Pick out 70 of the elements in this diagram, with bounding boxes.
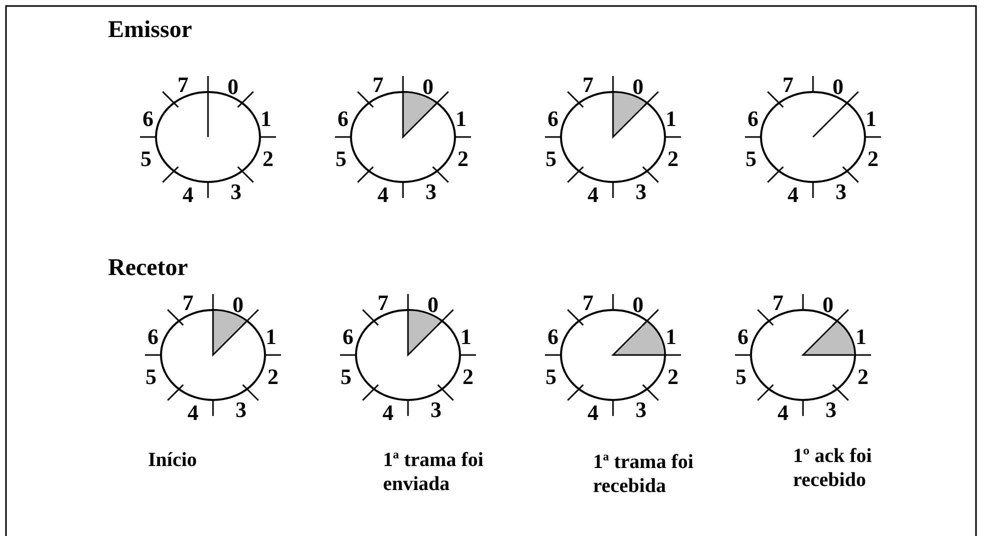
caption: 1º ack foi recebido — [793, 444, 873, 492]
dial-number: 6 — [546, 326, 560, 348]
dial-number: 5 — [340, 366, 352, 388]
dial-number: 1 — [460, 326, 472, 348]
dial-number: 5 — [144, 366, 158, 388]
dial-number: 4 — [376, 184, 390, 206]
dial-number: 0 — [822, 294, 834, 316]
dial-number: 6 — [142, 108, 154, 130]
dial-number: 6 — [736, 326, 750, 348]
dial-number: 1 — [264, 326, 278, 348]
dial-number: 2 — [262, 148, 274, 170]
dial-number: 3 — [634, 399, 648, 421]
dial-number: 4 — [186, 402, 200, 424]
dial-number: 1 — [454, 108, 468, 130]
dial-number: 4 — [586, 184, 600, 206]
dial-number: 0 — [426, 294, 440, 316]
dial-number: 1 — [664, 108, 678, 130]
dial-number: 0 — [632, 76, 644, 98]
row-heading: Recetor — [108, 256, 189, 280]
dial-number: 2 — [462, 366, 474, 388]
dial-number: 2 — [666, 366, 680, 388]
dial-number: 2 — [266, 366, 280, 388]
dial-number: 7 — [582, 292, 594, 314]
dial-number: 2 — [866, 148, 880, 170]
dial-number: 0 — [832, 76, 844, 98]
dial-number: 7 — [582, 74, 594, 96]
dial-number: 0 — [226, 76, 240, 98]
dial-number: 1 — [864, 108, 878, 130]
dial-number: 6 — [342, 326, 354, 348]
dial-number: 2 — [666, 148, 680, 170]
dial-number: 2 — [456, 148, 470, 170]
dial-number: 3 — [424, 181, 438, 203]
dial-number: 4 — [382, 402, 394, 424]
caption: 1ª trama foi enviada — [383, 448, 484, 496]
dial-number: 3 — [230, 181, 242, 203]
dial-number: 5 — [334, 148, 348, 170]
dial-number: 3 — [430, 399, 442, 421]
dial-number: 2 — [856, 366, 870, 388]
dial-number: 7 — [176, 74, 190, 96]
row-heading: Emissor — [108, 18, 193, 42]
caption: 1ª trama foi recebida — [593, 450, 694, 498]
dial-number: 6 — [146, 326, 160, 348]
dial-number: 1 — [854, 326, 868, 348]
dial-number: 5 — [544, 366, 558, 388]
dial-number: 4 — [776, 402, 790, 424]
dial-number: 7 — [182, 292, 194, 314]
dial-number: 7 — [376, 292, 390, 314]
dial-number: 4 — [586, 402, 600, 424]
dial-number: 0 — [422, 76, 434, 98]
dial-number: 5 — [544, 148, 558, 170]
dial-number: 5 — [140, 148, 152, 170]
dial-number: 3 — [834, 181, 848, 203]
dial-number: 3 — [234, 399, 248, 421]
dial-number: 3 — [824, 399, 838, 421]
dial-number: 6 — [336, 108, 350, 130]
dial-number: 4 — [786, 184, 800, 206]
dial-number: 3 — [634, 181, 648, 203]
caption: Início — [148, 448, 198, 472]
dial-number: 7 — [772, 292, 784, 314]
dial-number: 1 — [260, 108, 272, 130]
dial-number: 7 — [372, 74, 384, 96]
dial-number: 0 — [232, 294, 244, 316]
dial-number: 5 — [744, 148, 758, 170]
dial-number: 5 — [734, 366, 748, 388]
dial-number: 4 — [182, 184, 194, 206]
dial-number: 7 — [782, 74, 794, 96]
dial-number: 0 — [632, 294, 644, 316]
dial-number: 6 — [746, 108, 760, 130]
dial-number: 6 — [546, 108, 560, 130]
dial-number: 1 — [664, 326, 678, 348]
